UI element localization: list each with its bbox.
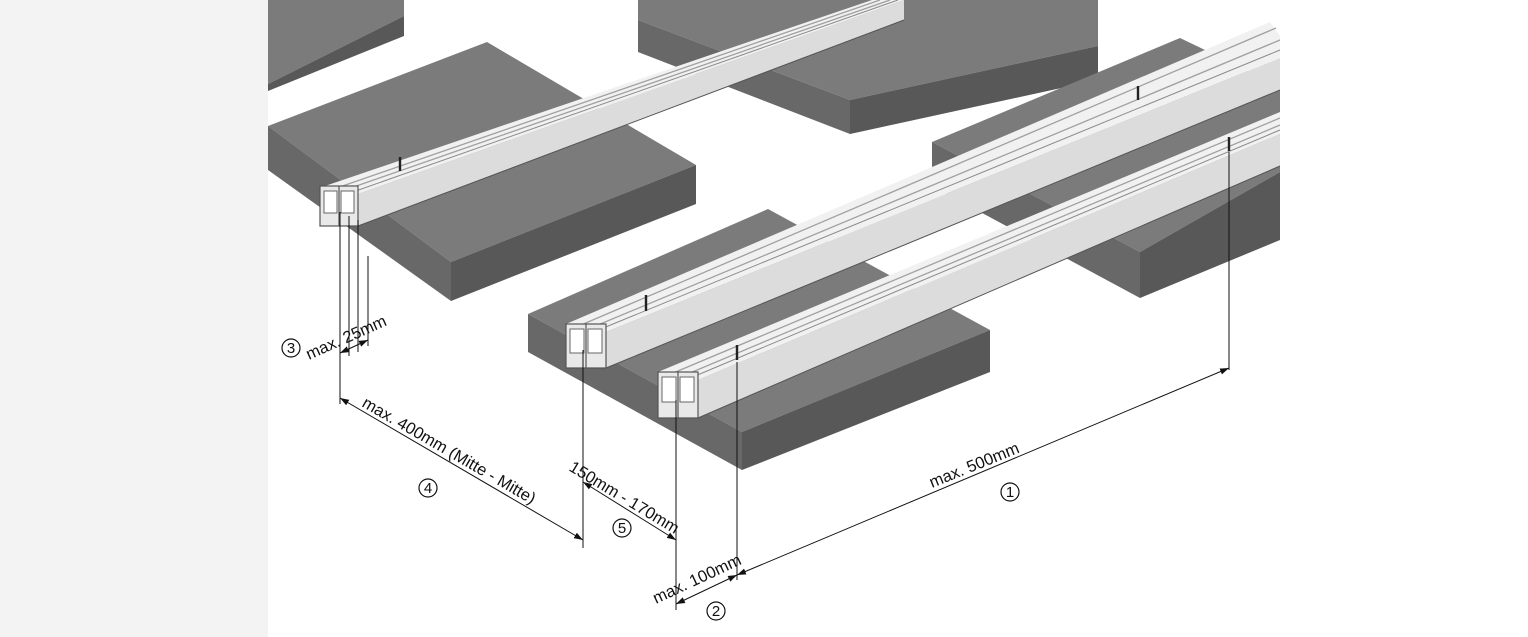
- dimension-1-marker: [1000, 482, 1020, 502]
- dimension-4-number: 4: [424, 480, 432, 497]
- dimension-2-label: max. 100mm: [650, 551, 744, 608]
- dimension-2: max. 100mm 2: [650, 551, 744, 621]
- dimension-1-number: 1: [1006, 484, 1014, 501]
- dimension-lines: [339, 152, 1230, 610]
- dimension-5-number: 5: [618, 520, 626, 537]
- rail-left: [319, 0, 905, 227]
- dimension-4: max. 400mm (Mitte - Mitte) 4: [359, 394, 539, 508]
- dimension-4-label: max. 400mm (Mitte - Mitte): [359, 394, 539, 508]
- dimension-4-marker: [418, 478, 438, 498]
- left-margin-band: [0, 0, 268, 637]
- dimension-3: 3 max. 25mm: [281, 312, 389, 364]
- dimension-3-number: 3: [287, 340, 295, 357]
- dimension-2-marker: [706, 601, 726, 621]
- rail-front: [657, 112, 1281, 419]
- dimension-5-marker: [612, 518, 632, 538]
- dimension-3-label: max. 25mm: [303, 312, 389, 363]
- dimension-2-number: 2: [712, 603, 720, 620]
- pad-top-left: [268, 0, 404, 91]
- dimension-1: max. 500mm 1: [927, 439, 1022, 502]
- dimension-3-marker: [281, 338, 301, 358]
- rail-center: [565, 22, 1281, 369]
